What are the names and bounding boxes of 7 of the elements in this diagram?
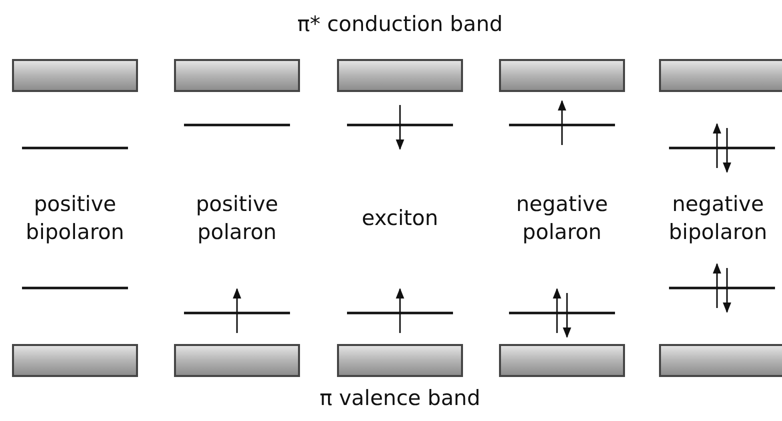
band-label: π* conduction band xyxy=(297,11,503,38)
state-label: negative polaron xyxy=(515,191,609,246)
state-label: positive polaron xyxy=(194,191,280,246)
state-label: negative bipolaron xyxy=(668,191,768,246)
band-label: π valence band xyxy=(320,385,480,412)
state-label: exciton xyxy=(360,205,440,232)
state-label: positive bipolaron xyxy=(24,191,126,246)
